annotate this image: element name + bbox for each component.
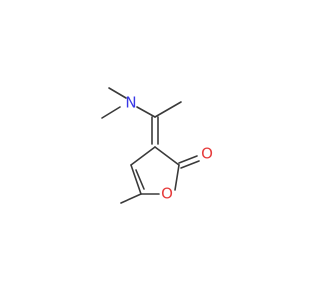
bond-carbonyl-a [178,155,198,164]
nitrogen-atom-label: N [125,94,136,112]
bond-ring-c2-c3 [154,146,180,166]
molecule-canvas: N O O [101,87,213,204]
bond-ring-methyl [120,193,142,204]
ring-oxygen-label: O [161,185,173,203]
bond-carbonyl-b [180,160,200,169]
carbonyl-oxygen-label: O [201,145,213,163]
bond-ring-c4-c5-inner [135,169,145,190]
bond-n-methyl-upper [108,87,127,99]
bond-n-methyl-lower [101,106,121,119]
bond-n-exocyclic-carbon [136,106,156,118]
bond-exocyclic-methyl [154,101,182,118]
bond-ring-o1-c2 [174,164,180,191]
bond-ring-c3-c4 [130,146,156,166]
structure-drawing: N O O [101,87,213,204]
bond-ring-c4-c5 [130,164,142,195]
